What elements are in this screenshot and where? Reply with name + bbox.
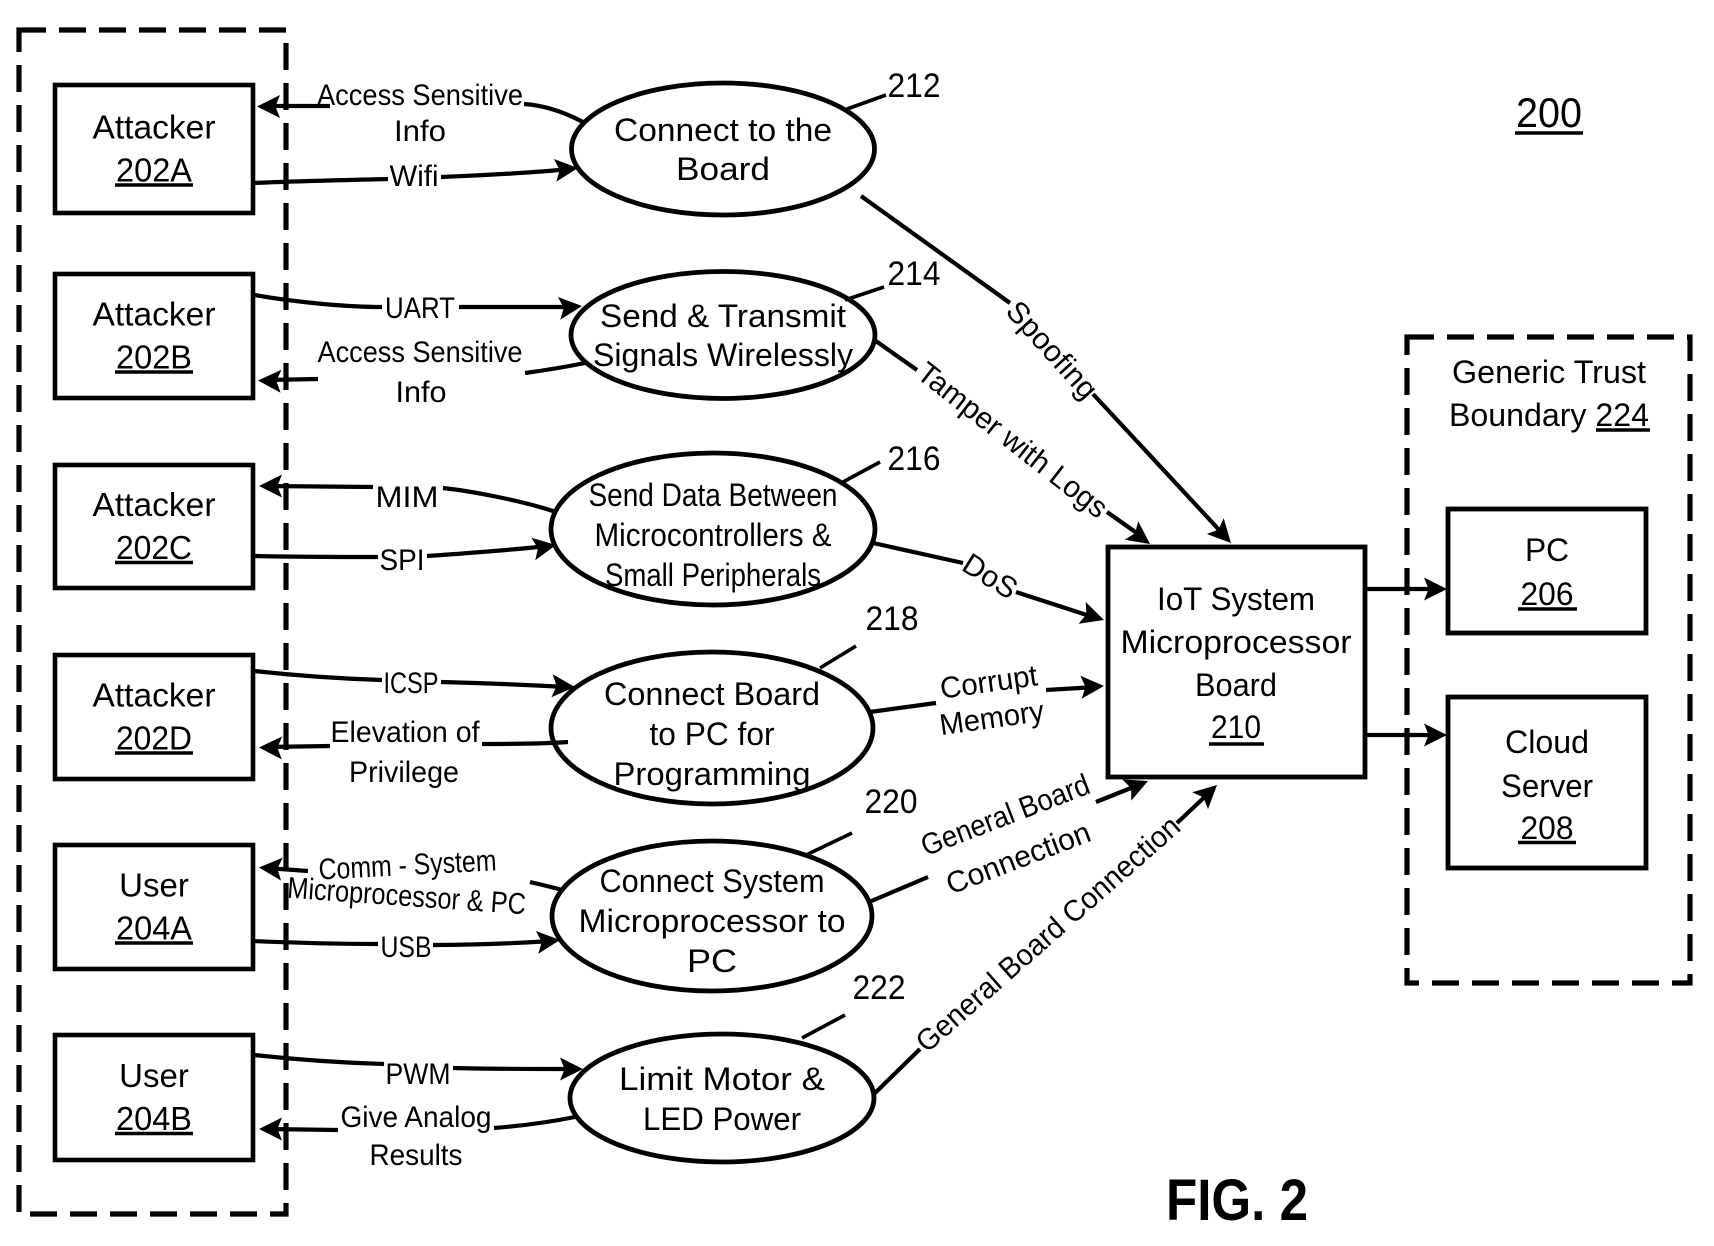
svg-text:Give Analog: Give Analog [341,1101,492,1134]
svg-text:ICSP: ICSP [384,667,439,700]
svg-text:FIG. 2: FIG. 2 [1166,1168,1308,1233]
svg-text:Microprocessor: Microprocessor [1121,624,1352,660]
svg-text:to PC for: to PC for [650,716,775,752]
svg-text:Info: Info [394,115,446,148]
svg-text:212: 212 [888,67,941,105]
svg-text:Signals Wirelessly: Signals Wirelessly [593,337,853,373]
svg-text:214: 214 [888,255,941,293]
svg-text:PC: PC [1525,532,1569,568]
svg-text:Limit Motor &: Limit Motor & [619,1061,825,1097]
svg-text:Send Data Between: Send Data Between [589,477,838,513]
svg-text:Attacker: Attacker [93,296,216,333]
svg-text:Board: Board [1195,667,1277,703]
svg-text:Attacker: Attacker [93,486,216,523]
svg-text:220: 220 [865,783,918,821]
svg-text:Board: Board [676,151,770,187]
svg-text:222: 222 [853,969,906,1007]
svg-text:Wifi: Wifi [390,160,439,193]
svg-text:218: 218 [866,600,919,638]
svg-text:Results: Results [370,1139,463,1172]
svg-text:Send & Transmit: Send & Transmit [600,298,846,334]
svg-text:Microprocessor to: Microprocessor to [579,903,846,939]
svg-text:Attacker: Attacker [93,677,216,714]
svg-text:PWM: PWM [386,1058,451,1091]
svg-text:Access Sensitive: Access Sensitive [318,336,523,369]
svg-text:Privilege: Privilege [349,756,459,789]
svg-text:MIM: MIM [376,481,439,514]
svg-text:Info: Info [396,376,447,409]
svg-text:USB: USB [381,931,432,964]
svg-text:Server: Server [1501,768,1593,804]
svg-text:PC: PC [687,943,737,979]
svg-text:Boundary 224: Boundary 224 [1449,397,1649,433]
svg-text:Connect Board: Connect Board [604,676,820,712]
svg-text:216: 216 [888,440,941,478]
svg-text:210: 210 [1211,709,1261,745]
svg-text:Microcontrollers &: Microcontrollers & [595,517,832,553]
svg-text:Connect to the: Connect to the [614,112,832,148]
svg-text:Connect System: Connect System [600,863,825,899]
svg-text:IoT System: IoT System [1157,581,1315,617]
svg-text:202B: 202B [116,339,192,376]
svg-text:200: 200 [1516,89,1582,136]
svg-text:204B: 204B [116,1100,192,1137]
svg-text:202A: 202A [116,152,192,189]
svg-text:Programming: Programming [614,756,811,792]
svg-text:Generic Trust: Generic Trust [1452,354,1646,390]
svg-text:Access Sensitive: Access Sensitive [317,79,523,112]
svg-text:User: User [119,867,189,904]
svg-text:206: 206 [1521,576,1574,612]
svg-text:204A: 204A [116,910,192,947]
svg-text:202C: 202C [116,529,192,566]
svg-text:SPI: SPI [380,544,425,577]
svg-text:Cloud: Cloud [1505,724,1589,760]
svg-text:202D: 202D [116,720,192,757]
svg-text:User: User [119,1057,189,1094]
svg-text:208: 208 [1521,810,1574,846]
svg-text:Small Peripherals: Small Peripherals [605,557,821,593]
svg-text:LED Power: LED Power [643,1101,801,1137]
svg-text:UART: UART [385,292,455,325]
svg-text:Elevation of: Elevation of [331,716,481,749]
svg-text:Attacker: Attacker [93,109,216,146]
